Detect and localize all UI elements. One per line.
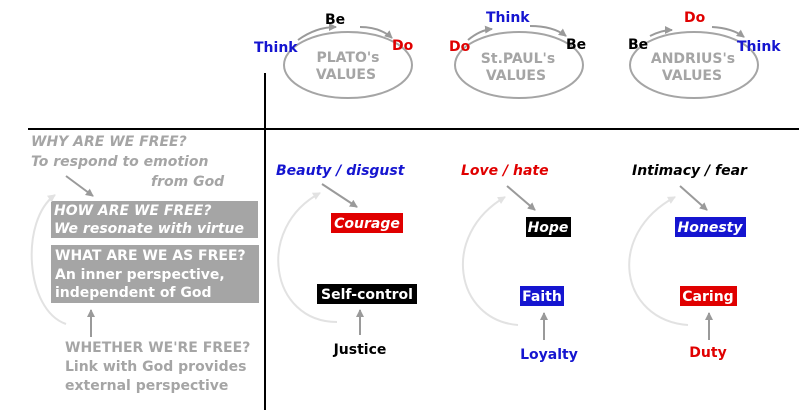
base-label: Loyalty	[520, 347, 578, 363]
loop-arrow	[277, 192, 338, 323]
andrius-values-cycle: Do Be Think ANDRIUS's VALUES	[628, 10, 781, 99]
column-st-paul: Love / hate Hope Faith Loyalty	[461, 163, 578, 363]
virtue-top-box	[526, 217, 571, 237]
emotion-label: Beauty / disgust	[276, 163, 406, 179]
virtue-top-label: Honesty	[678, 220, 744, 236]
cycle-name: PLATO's	[317, 50, 380, 66]
what-line2: An inner perspective,	[55, 267, 225, 283]
why-arrow	[65, 175, 94, 197]
cycle-right-label: Think	[737, 39, 781, 55]
emotion-label: Intimacy / fear	[632, 163, 748, 179]
emotion-arrow	[679, 185, 708, 211]
cycle-name-line2: VALUES	[486, 68, 546, 84]
virtue-mid-label: Self-control	[321, 287, 413, 303]
why-line3: from God	[151, 174, 225, 190]
column-plato: Beauty / disgust Courage Self-control Ju…	[276, 163, 417, 358]
virtue-top-box	[675, 217, 746, 237]
virtue-mid-box	[520, 286, 564, 306]
whether-line2: Link with God provides	[65, 359, 246, 375]
cycle-arrow	[711, 26, 745, 38]
base-label: Duty	[689, 345, 726, 361]
cycle-left-label: Think	[254, 40, 298, 56]
what-box	[51, 245, 259, 303]
cycle-right-label: Be	[566, 37, 586, 53]
cycle-arrow	[529, 25, 567, 37]
virtue-mid-label: Caring	[682, 289, 733, 305]
cycle-name-line2: VALUES	[662, 68, 722, 84]
virtue-top-label: Courage	[334, 216, 400, 232]
cycle-top-label: Do	[684, 10, 706, 26]
loop-arrow	[628, 196, 689, 326]
emotion-arrow	[321, 183, 358, 208]
virtue-mid-box	[680, 286, 737, 306]
why-line2: To respond to emotion	[31, 154, 208, 170]
st-paul-values-cycle: Think Do Be St.PAUL's VALUES	[449, 10, 586, 99]
how-line2: We resonate with virtue	[54, 221, 244, 237]
whether-line3: external perspective	[65, 378, 228, 394]
cycle-top-label: Be	[325, 12, 345, 28]
how-title: HOW ARE WE FREE?	[54, 203, 211, 219]
cycle-right-label: Do	[392, 38, 414, 54]
cycle-left-label: Do	[449, 39, 471, 55]
left-loop-arrow	[30, 194, 67, 325]
cycle-ellipse	[454, 31, 584, 99]
cycle-name-line2: VALUES	[316, 67, 376, 83]
left-panel: WHY ARE WE FREE? To respond to emotion f…	[30, 134, 259, 394]
virtue-mid-label: Faith	[522, 289, 562, 305]
virtue-mid-box	[317, 284, 417, 304]
emotion-label: Love / hate	[461, 163, 549, 179]
why-title: WHY ARE WE FREE?	[31, 134, 187, 150]
plato-values-cycle: Be Think Do PLATO's VALUES	[254, 12, 414, 99]
cycle-name: St.PAUL's	[481, 51, 555, 67]
cycle-left-label: Be	[628, 37, 648, 53]
cycle-arrow	[649, 26, 673, 37]
what-title: WHAT ARE WE AS FREE?	[55, 248, 246, 264]
cycle-arrow	[297, 23, 337, 41]
cycle-top-label: Think	[486, 10, 530, 26]
virtue-top-label: Hope	[528, 220, 569, 236]
cycle-arrow	[359, 26, 393, 39]
cycle-ellipse	[629, 31, 759, 99]
emotion-arrow	[506, 185, 536, 211]
loop-arrow	[462, 196, 519, 326]
base-label: Justice	[333, 342, 387, 358]
cycle-name: ANDRIUS's	[651, 51, 735, 67]
column-andrius: Intimacy / fear Honesty Caring Duty	[628, 163, 748, 361]
how-box	[51, 201, 258, 238]
cycle-arrow	[467, 25, 493, 41]
what-line3: independent of God	[55, 285, 212, 301]
whether-title: WHETHER WE'RE FREE?	[65, 340, 250, 356]
virtue-top-box	[331, 213, 403, 233]
cycle-ellipse	[283, 31, 413, 99]
